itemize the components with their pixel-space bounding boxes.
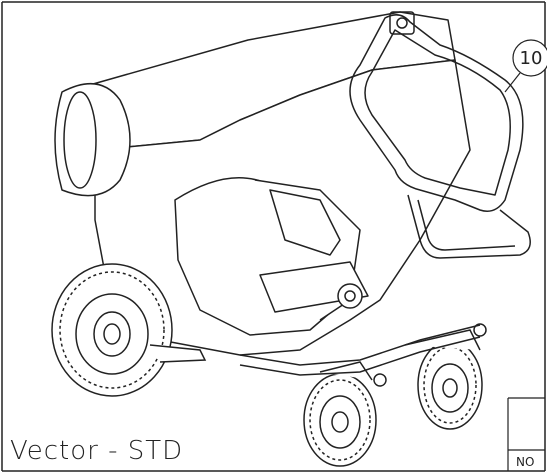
- callout-10: [504, 39, 547, 93]
- figure-caption: Vector - STD: [10, 436, 184, 466]
- front-caster-left: [303, 361, 377, 467]
- caster-frame: [239, 323, 487, 387]
- front-caster-right: [404, 329, 483, 430]
- rear-wheel: [51, 263, 207, 397]
- handle-assembly: [349, 11, 531, 259]
- title-block-header: NO: [516, 455, 535, 469]
- title-block: [507, 397, 545, 471]
- callout-number: 10: [519, 48, 543, 69]
